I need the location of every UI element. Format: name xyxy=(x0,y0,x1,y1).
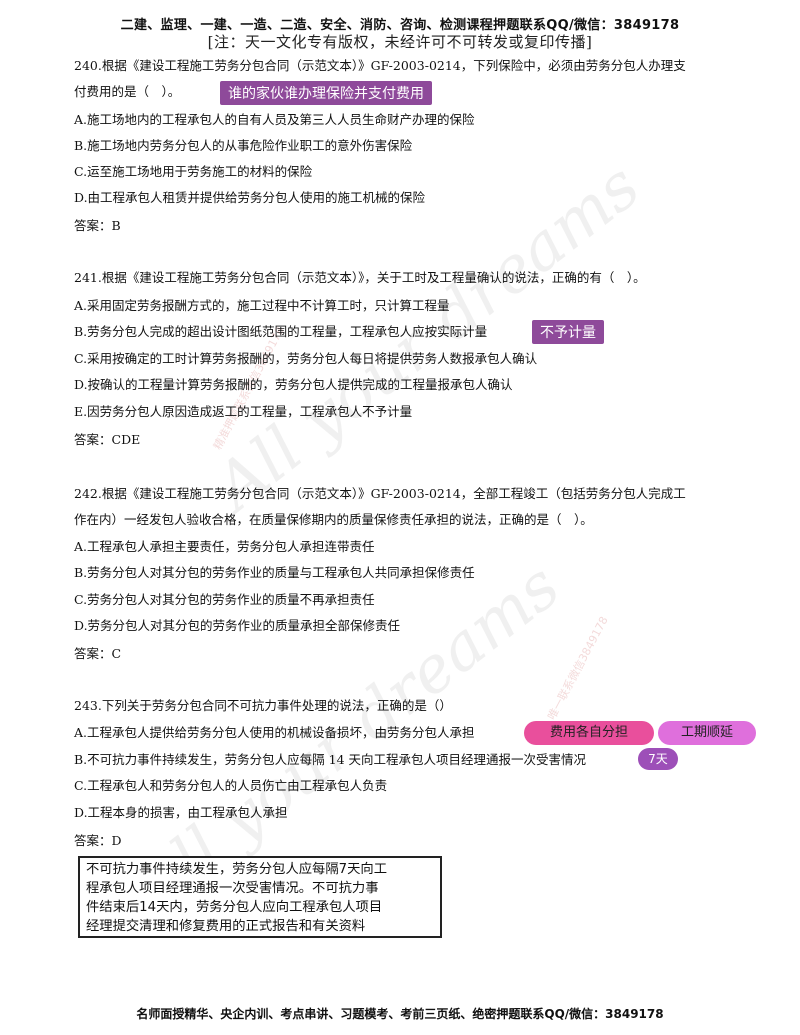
question-242-stem-line-2: 作在内）一经发包人验收合格，在质量保修期内的质量保修责任承担的说法，正确的是（ … xyxy=(74,512,593,527)
header-contact-line: 二建、监理、一建、一造、二造、安全、消防、咨询、检测课程押题联系QQ/微信：38… xyxy=(120,18,680,33)
annotation-pill-cost-shared: 费用各自分担 xyxy=(524,721,654,745)
question-242-stem-line-1: 242.根据《建设工程施工劳务分包合同（示范文本）》GF-2003-0214，全… xyxy=(74,486,686,501)
question-242-answer: 答案：C xyxy=(74,646,122,661)
header-copyright-notice: [注：天一文化专有版权，未经许可不可转发或复印传播] xyxy=(207,33,593,51)
watermark-contact: 唯一联系微信3849178 xyxy=(545,614,611,723)
question-242-option-b: B.劳务分包人对其分包的劳务作业的质量与工程承包人共同承担保修责任 xyxy=(74,565,475,580)
annotation-pill-seven-days: 7天 xyxy=(638,748,678,770)
question-241-option-c: C.采用按确定的工时计算劳务报酬的，劳务分包人每日将提供劳务人数报承包人确认 xyxy=(74,351,538,366)
note-line: 件结束后14天内，劳务分包人应向工程承包人项目 xyxy=(86,900,383,915)
note-line: 程承包人项目经理通报一次受害情况。不可抗力事 xyxy=(86,881,379,896)
question-243-stem-line-1: 243.下列关于劳务分包合同不可抗力事件处理的说法，正确的是（） xyxy=(74,698,452,713)
question-242-option-a: A.工程承包人承担主要责任，劳务分包人承担连带责任 xyxy=(74,539,375,554)
question-240-stem-line-1: 240.根据《建设工程施工劳务分包合同（示范文本）》GF-2003-0214，下… xyxy=(74,58,686,73)
note-line: 经理提交清理和修复费用的正式报告和有关资料 xyxy=(86,919,366,934)
question-241-stem-line-1: 241.根据《建设工程施工劳务分包合同（示范文本）》，关于工时及工程量确认的说法… xyxy=(74,270,646,285)
note-box-force-majeure: 不可抗力事件持续发生，劳务分包人应每隔7天向工 程承包人项目经理通报一次受害情况… xyxy=(78,856,442,938)
question-242-option-c: C.劳务分包人对其分包的劳务作业的质量不再承担责任 xyxy=(74,592,375,607)
annotation-pill-period-extended: 工期顺延 xyxy=(658,721,756,745)
question-240-option-c: C.运至施工场地用于劳务施工的材料的保险 xyxy=(74,164,313,179)
question-241-option-d: D.按确认的工程量计算劳务报酬的，劳务分包人提供完成的工程量报承包人确认 xyxy=(74,377,513,392)
annotation-tag-no-measure: 不予计量 xyxy=(532,320,604,344)
question-241-option-b: B.劳务分包人完成的超出设计图纸范围的工程量，工程承包人应按实际计量 xyxy=(74,324,488,339)
question-240-option-d: D.由工程承包人租赁并提供给劳务分包人使用的施工机械的保险 xyxy=(74,190,426,205)
question-240-stem-line-2: 付费用的是（ ）。 xyxy=(74,84,181,99)
question-241-option-e: E.因劳务分包人原因造成返工的工程量，工程承包人不予计量 xyxy=(74,404,413,419)
question-243-option-b: B.不可抗力事件持续发生，劳务分包人应每隔 14 天向工程承包人项目经理通报一次… xyxy=(74,752,587,767)
question-240-option-b: B.施工场地内劳务分包人的从事危险作业职工的意外伤害保险 xyxy=(74,138,413,153)
question-243-answer: 答案：D xyxy=(74,833,122,848)
annotation-tag-insurance: 谁的家伙谁办理保险并支付费用 xyxy=(220,81,432,105)
question-243-option-c: C.工程承包人和劳务分包人的人员伤亡由工程承包人负责 xyxy=(74,778,388,793)
note-line: 不可抗力事件持续发生，劳务分包人应每隔7天向工 xyxy=(86,862,387,877)
question-240-option-a: A.施工场地内的工程承包人的自有人员及第三人人员生命财产办理的保险 xyxy=(74,112,475,127)
question-242-option-d: D.劳务分包人对其分包的劳务作业的质量承担全部保修责任 xyxy=(74,618,401,633)
footer-contact-line: 名师面授精华、央企内训、考点串讲、习题模考、考前三页纸、绝密押题联系QQ/微信：… xyxy=(136,1007,664,1021)
question-241-option-a: A.采用固定劳务报酬方式的，施工过程中不计算工时，只计算工程量 xyxy=(74,298,450,313)
question-243-option-d: D.工程本身的损害，由工程承包人承担 xyxy=(74,805,288,820)
question-240-answer: 答案：B xyxy=(74,218,121,233)
question-241-answer: 答案：CDE xyxy=(74,432,141,447)
question-243-option-a: A.工程承包人提供给劳务分包人使用的机械设备损坏，由劳务分包人承担 xyxy=(74,725,475,740)
